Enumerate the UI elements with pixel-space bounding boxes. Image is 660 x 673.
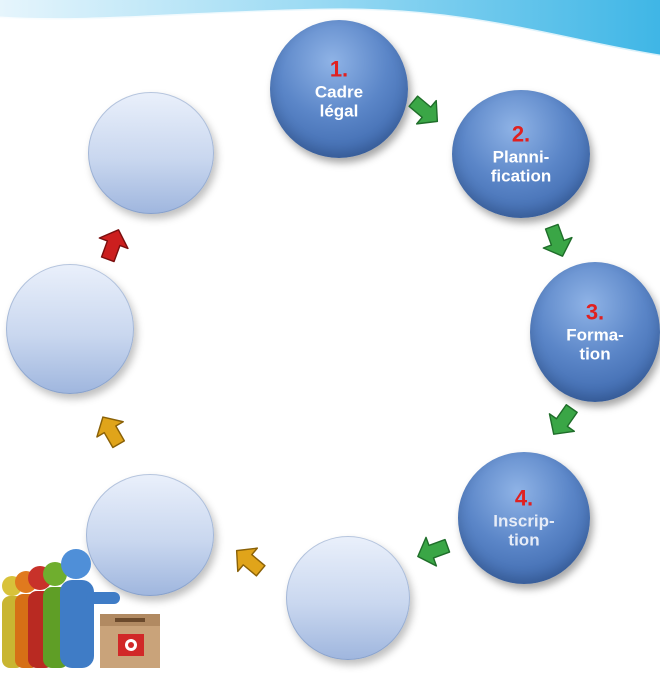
step-4-circle: 4. Inscrip- tion xyxy=(458,452,590,584)
step-5-circle xyxy=(286,536,410,660)
voters-at-ballot-box-icon xyxy=(2,549,160,668)
arrow-up-icon xyxy=(96,416,126,449)
arrow-step4-to-step5 xyxy=(409,527,458,576)
arrow-step6-to-step7 xyxy=(85,405,137,457)
arrow-step3-to-step4 xyxy=(537,395,590,448)
step-3-label-line1: Forma- xyxy=(566,325,624,345)
header-wave xyxy=(0,0,660,58)
arrow-step7-to-step8 xyxy=(89,221,138,270)
step-2-number: 2. xyxy=(511,121,531,147)
step-4-label-line2: tion xyxy=(508,530,540,550)
arrow-down-left-icon xyxy=(548,404,578,435)
arrow-down-icon xyxy=(542,223,573,257)
arrow-right-down-icon xyxy=(408,95,439,125)
step-1-number: 1. xyxy=(329,56,349,82)
step-1-circle: 1. Cadre légal xyxy=(270,20,408,158)
step-3-number: 3. xyxy=(585,299,605,325)
step-2-label-line1: Planni- xyxy=(492,147,550,167)
step-4-number: 4. xyxy=(514,485,534,511)
step-1-label-line1: Cadre xyxy=(314,82,364,102)
step-2-label-line2: fication xyxy=(490,166,552,186)
step-4-label-line1: Inscrip- xyxy=(493,511,555,531)
arrow-left-icon xyxy=(417,536,451,567)
step-7-circle xyxy=(6,264,134,394)
step-6-circle xyxy=(86,474,214,596)
step-3-circle: 3. Forma- tion xyxy=(530,262,660,402)
arrow-step1-to-step2 xyxy=(398,84,452,138)
voters-illustration xyxy=(0,540,160,668)
step-2-circle: 2. Planni- fication xyxy=(452,90,590,218)
step-8-circle xyxy=(88,92,214,214)
step-3-label-line2: tion xyxy=(579,344,611,364)
arrow-step5-to-step6 xyxy=(222,534,276,588)
step-1-label-line2: légal xyxy=(319,101,359,121)
arrow-left-up-icon xyxy=(235,547,266,577)
arrow-up-right-icon xyxy=(98,229,129,263)
arrow-step2-to-step3 xyxy=(533,217,582,266)
